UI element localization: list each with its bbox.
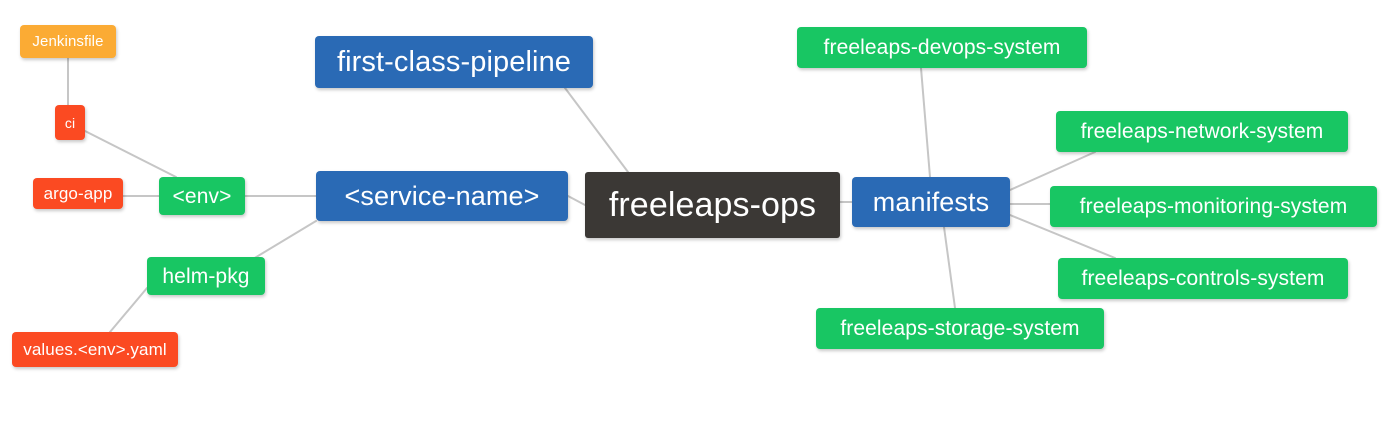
node-argo-app[interactable]: argo-app: [33, 178, 123, 209]
node-freeleaps-ops[interactable]: freeleaps-ops: [585, 172, 840, 238]
edge-manifests-to-freeleaps-devops-system: [920, 67, 931, 178]
edge-helm-pkg-to-values-env-yaml: [109, 287, 148, 333]
edge-manifests-to-freeleaps-storage-system: [943, 226, 956, 309]
node-freeleaps-controls-system[interactable]: freeleaps-controls-system: [1058, 258, 1348, 299]
edge-manifests-to-freeleaps-network-system: [1009, 151, 1096, 191]
node-first-class-pipeline[interactable]: first-class-pipeline: [315, 36, 593, 88]
edge-freeleaps-ops-to-first-class-pipeline: [564, 87, 629, 173]
node-service-name[interactable]: <service-name>: [316, 171, 568, 221]
edge-service-name-to-helm-pkg: [247, 220, 317, 263]
node-freeleaps-monitoring-system[interactable]: freeleaps-monitoring-system: [1050, 186, 1377, 227]
node-freeleaps-storage-system[interactable]: freeleaps-storage-system: [816, 308, 1104, 349]
node-ci[interactable]: ci: [55, 105, 85, 140]
edge-freeleaps-ops-to-service-name: [567, 195, 586, 206]
node-jenkinsfile[interactable]: Jenkinsfile: [20, 25, 116, 58]
edge-env-to-ci: [84, 130, 177, 178]
node-helm-pkg[interactable]: helm-pkg: [147, 257, 265, 295]
node-env[interactable]: <env>: [159, 177, 245, 215]
node-freeleaps-network-system[interactable]: freeleaps-network-system: [1056, 111, 1348, 152]
node-values-env-yaml[interactable]: values.<env>.yaml: [12, 332, 178, 367]
node-manifests[interactable]: manifests: [852, 177, 1010, 227]
node-freeleaps-devops-system[interactable]: freeleaps-devops-system: [797, 27, 1087, 68]
